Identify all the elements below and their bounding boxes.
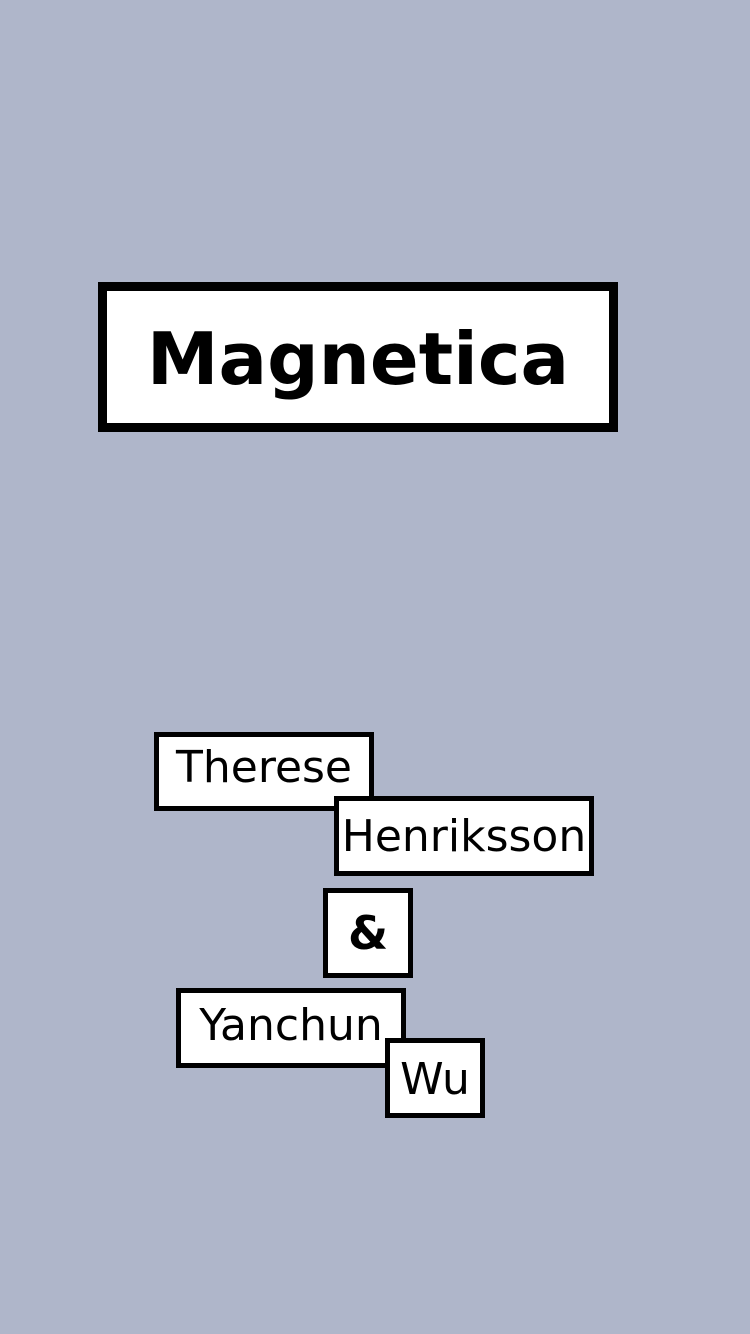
ampersand-separator: &: [323, 888, 413, 978]
author1-first-name: Therese: [154, 732, 374, 811]
author2-last-name: Wu: [385, 1038, 485, 1118]
author2-first-name: Yanchun: [176, 988, 406, 1068]
app-title: Magnetica: [98, 282, 618, 432]
author1-last-name: Henriksson: [334, 796, 594, 876]
